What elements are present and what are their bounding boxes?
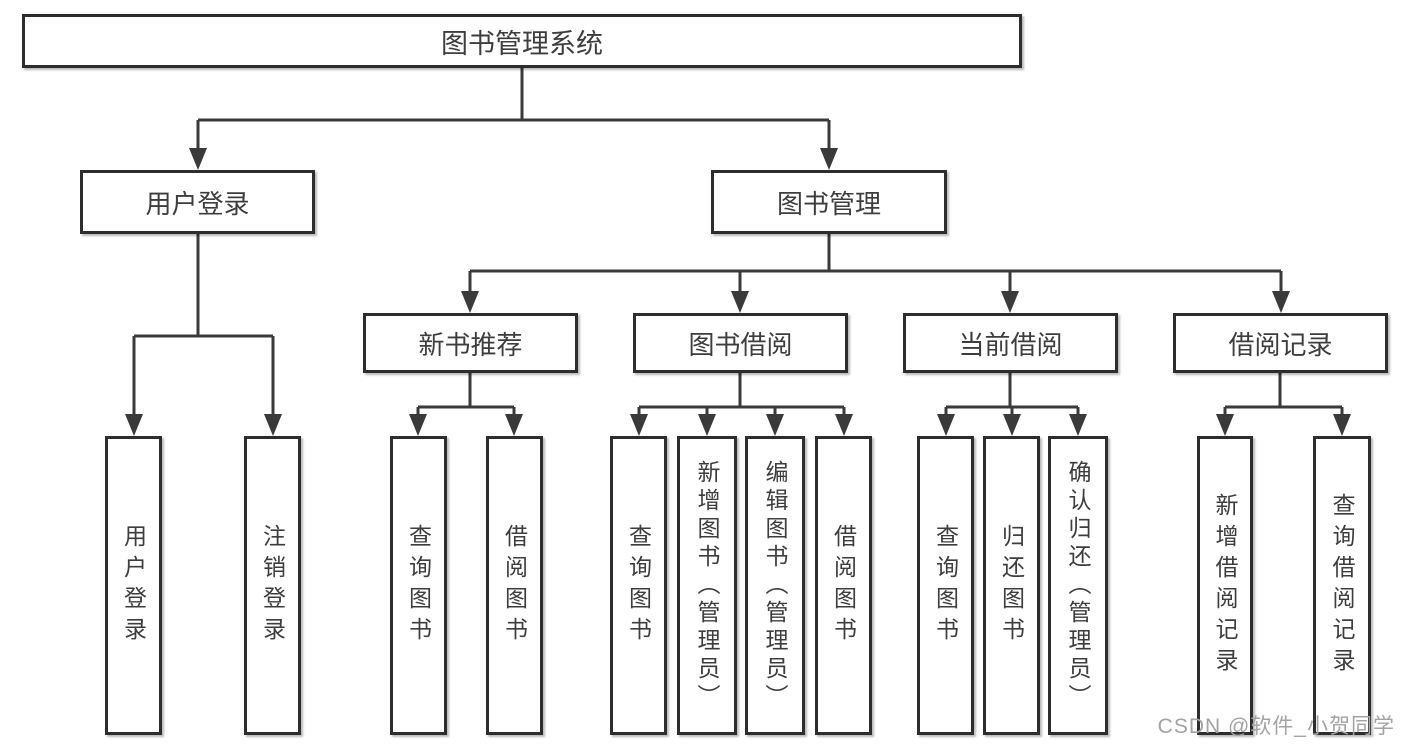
leaf-cb-query-book: 查询图书 [917, 436, 974, 735]
node-label: 当前借阅 [958, 329, 1063, 360]
leaf-nb-borrow-book: 借阅图书 [486, 436, 543, 735]
leaf-cb-return-book: 归还图书 [983, 436, 1040, 735]
node-label: 新增借阅记录 [1212, 492, 1238, 679]
node-label: 用户登录 [120, 523, 147, 648]
node-label: 用户登录 [145, 188, 250, 219]
node-label: 查询图书 [932, 523, 959, 648]
node-label: 图书管理 [776, 188, 881, 219]
node-current-borrow: 当前借阅 [903, 313, 1118, 373]
leaf-bb-query-book: 查询图书 [610, 436, 667, 735]
node-new-book-recommend: 新书推荐 [363, 313, 578, 373]
leaf-bb-add-book-admin: 新增图书（管理员） [677, 436, 737, 735]
node-label: 归还图书 [998, 523, 1025, 648]
node-user-login: 用户登录 [80, 170, 315, 234]
node-borrow-records: 借阅记录 [1173, 313, 1388, 373]
node-label: 图书借阅 [688, 329, 793, 360]
leaf-cb-confirm-return-admin: 确认归还（管理员） [1048, 436, 1108, 735]
csdn-watermark: CSDN @软件_小贺同学 [1157, 715, 1395, 738]
node-label: 新增图书（管理员） [694, 459, 720, 712]
leaf-br-query-record: 查询借阅记录 [1313, 436, 1371, 735]
node-label: 图书管理系统 [441, 28, 603, 59]
tree-connectors [125, 68, 1351, 436]
node-label: 确认归还（管理员） [1065, 459, 1091, 712]
node-label: 注销登录 [259, 523, 286, 648]
node-label: 借阅图书 [501, 523, 528, 648]
node-book-borrow: 图书借阅 [633, 313, 848, 373]
leaf-bb-borrow-book: 借阅图书 [815, 436, 872, 735]
node-library-management-system: 图书管理系统 [22, 14, 1022, 68]
node-label: 编辑图书（管理员） [762, 459, 788, 712]
leaf-br-add-record: 新增借阅记录 [1197, 436, 1253, 735]
node-label: 查询借阅记录 [1329, 492, 1355, 679]
node-book-management: 图书管理 [711, 170, 947, 234]
node-label: 查询图书 [625, 523, 652, 648]
leaf-logout: 注销登录 [244, 436, 301, 735]
node-label: 借阅记录 [1228, 329, 1333, 360]
node-label: 新书推荐 [418, 329, 523, 360]
node-label: 查询图书 [405, 523, 432, 648]
leaf-bb-edit-book-admin: 编辑图书（管理员） [745, 436, 805, 735]
node-label: 借阅图书 [830, 523, 857, 648]
leaf-nb-query-book: 查询图书 [390, 436, 447, 735]
leaf-user-login: 用户登录 [105, 436, 162, 735]
